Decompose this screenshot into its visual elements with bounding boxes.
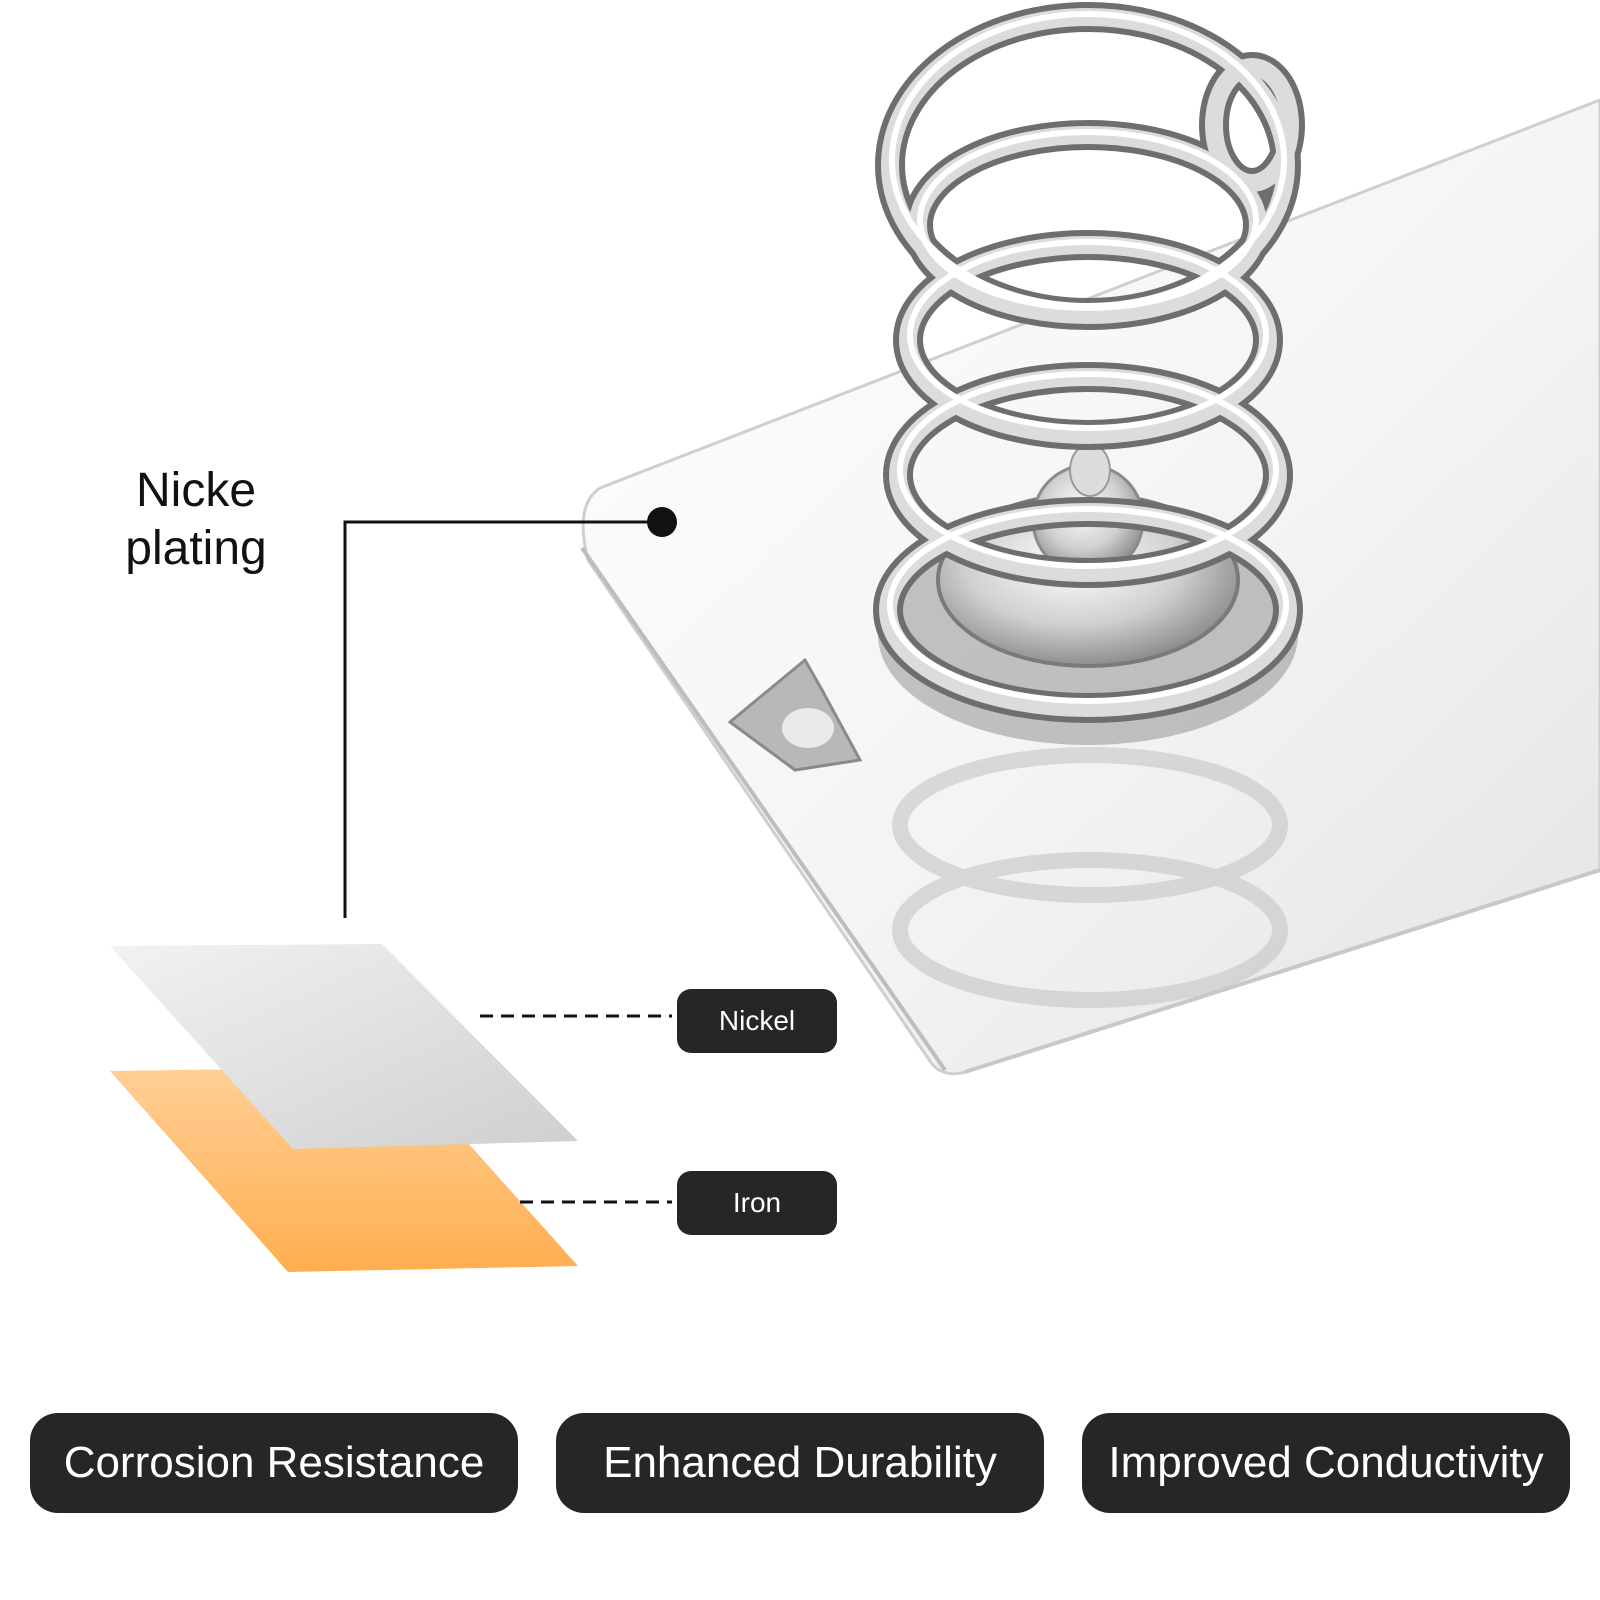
callout-line-2: plating xyxy=(125,522,267,575)
callout-title: Nicke plating xyxy=(96,462,296,578)
feature-enhanced-durability: Enhanced Durability xyxy=(556,1413,1044,1513)
callout-dot xyxy=(647,507,677,537)
feature-corrosion-resistance: Corrosion Resistance xyxy=(30,1413,518,1513)
nickel-layer xyxy=(110,944,578,1149)
material-layers xyxy=(110,944,578,1272)
coil-spring xyxy=(873,2,1305,723)
callout-leader xyxy=(343,507,677,918)
nickel-tag: Nickel xyxy=(677,989,837,1053)
iron-tag: Iron xyxy=(677,1171,837,1235)
callout-line-1: Nicke xyxy=(135,464,257,517)
iron-layer xyxy=(110,1067,578,1272)
feature-improved-conductivity: Improved Conductivity xyxy=(1082,1413,1570,1513)
rivet-tab xyxy=(727,657,863,772)
